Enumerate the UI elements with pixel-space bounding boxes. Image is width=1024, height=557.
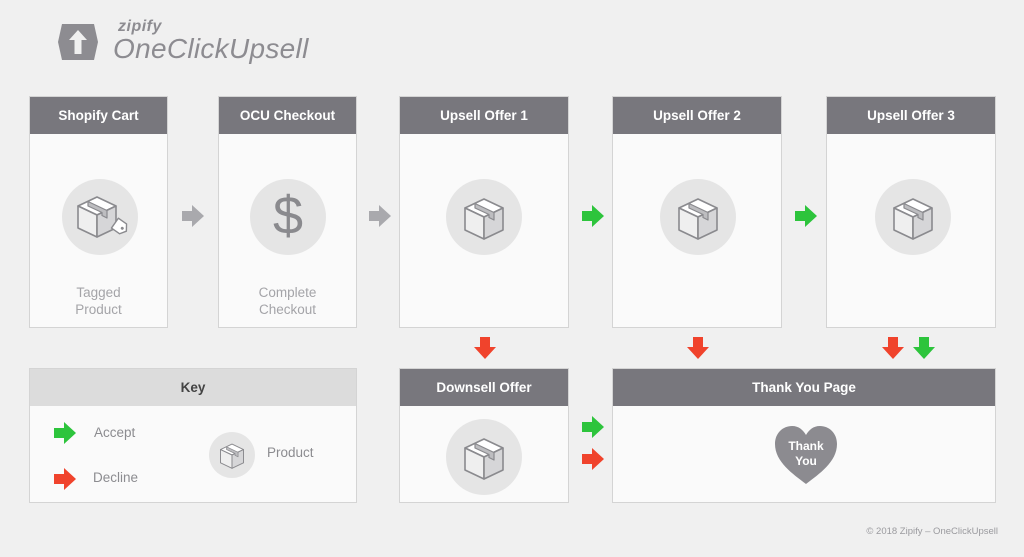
arrow-right-icon	[182, 205, 204, 227]
box-icon	[660, 179, 736, 255]
heart-line: You	[795, 454, 817, 468]
tagged-box-icon	[62, 179, 138, 255]
caption-line: Checkout	[258, 302, 317, 317]
step-downsell-offer: Downsell Offer	[399, 368, 569, 503]
caption-line: Tagged	[76, 285, 121, 300]
step-title: OCU Checkout	[219, 97, 356, 134]
heart-line: Thank	[788, 439, 824, 453]
caption-line: Complete	[258, 285, 317, 300]
caption-line: Product	[75, 302, 122, 317]
step-shopify-cart: Shopify Cart Tagged Product	[29, 96, 168, 328]
key-legend: Key Accept Decline Product	[29, 368, 357, 503]
box-icon	[875, 179, 951, 255]
step-thank-you-page: Thank You Page Thank You	[612, 368, 996, 503]
accept-arrow-icon	[582, 205, 604, 227]
accept-arrow-icon	[795, 205, 817, 227]
arrow-right-icon	[369, 205, 391, 227]
step-upsell-offer-3: Upsell Offer 3	[826, 96, 996, 328]
box-icon	[446, 419, 522, 495]
decline-arrow-icon	[882, 337, 904, 359]
accept-arrow-icon	[54, 422, 76, 444]
accept-arrow-icon	[582, 416, 604, 438]
step-upsell-offer-2: Upsell Offer 2	[612, 96, 782, 328]
decline-arrow-icon	[687, 337, 709, 359]
decline-arrow-icon	[474, 337, 496, 359]
step-title: Upsell Offer 2	[613, 97, 781, 134]
key-accept-label: Accept	[94, 425, 136, 440]
accept-arrow-icon	[913, 337, 935, 359]
decline-arrow-icon	[582, 448, 604, 470]
dollar-icon: $	[250, 179, 326, 255]
logo-icon	[56, 22, 100, 62]
step-title: Upsell Offer 3	[827, 97, 995, 134]
step-title: Downsell Offer	[400, 369, 568, 406]
svg-text:$: $	[273, 186, 303, 246]
step-upsell-offer-1: Upsell Offer 1	[399, 96, 569, 328]
box-icon	[209, 432, 255, 478]
copyright-footer: © 2018 Zipify – OneClickUpsell	[866, 526, 998, 537]
step-caption: Complete Checkout	[219, 284, 356, 318]
brand-name: OneClickUpsell	[113, 33, 309, 64]
step-title: Shopify Cart	[30, 97, 167, 134]
step-ocu-checkout: OCU Checkout $ Complete Checkout	[218, 96, 357, 328]
heart-text: Thank You	[773, 439, 839, 469]
key-title: Key	[30, 369, 356, 406]
key-decline-label: Decline	[93, 470, 139, 485]
step-title: Upsell Offer 1	[400, 97, 568, 134]
brand-small-text: zipify	[118, 18, 162, 35]
key-product-label: Product	[267, 445, 314, 460]
decline-arrow-icon	[54, 468, 76, 490]
step-title: Thank You Page	[613, 369, 995, 406]
step-caption: Tagged Product	[30, 284, 167, 318]
box-icon	[446, 179, 522, 255]
heart-icon: Thank You	[773, 424, 839, 486]
